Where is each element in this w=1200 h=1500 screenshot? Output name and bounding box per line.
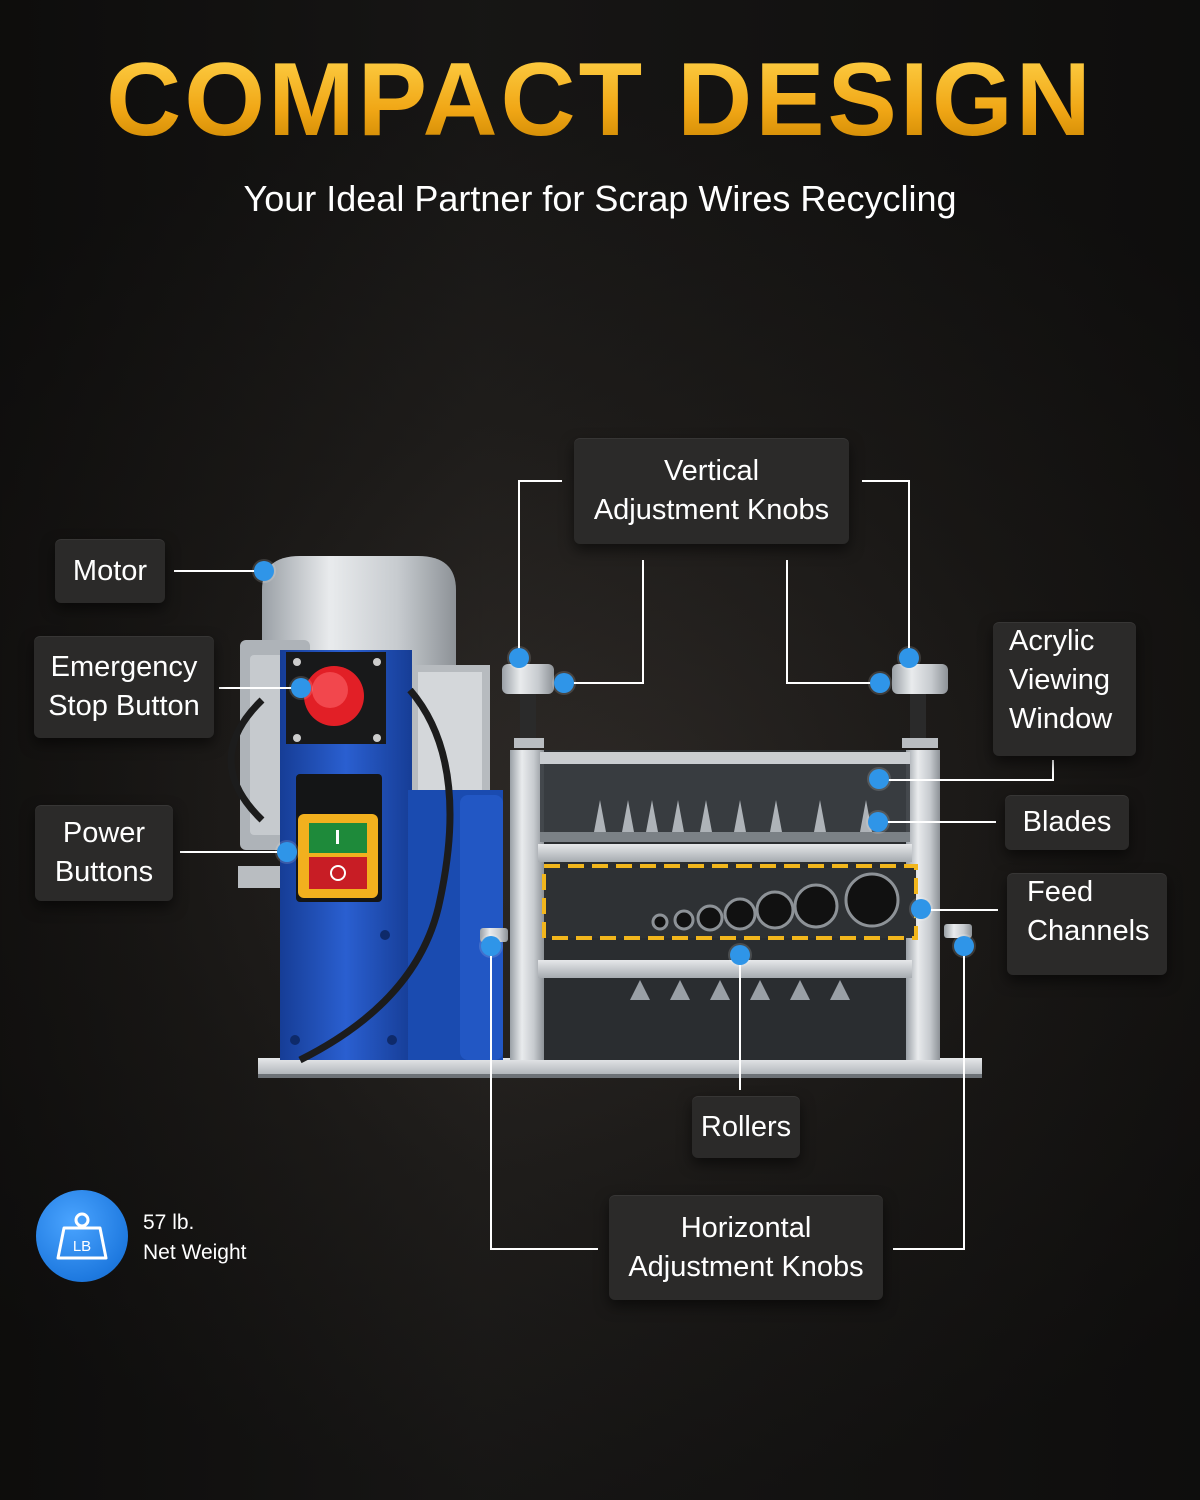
leader-feed-channels (922, 909, 998, 911)
leader-vertical-mid-left-h (566, 682, 644, 684)
callout-dot-feed-channels (911, 899, 931, 919)
leader-acrylic-h (880, 779, 1054, 781)
callout-dot-vertical-left (509, 648, 529, 668)
control-housing (227, 650, 503, 1064)
vertical-knob-right (892, 664, 948, 748)
leader-motor (174, 570, 262, 572)
roller-teeth (630, 980, 850, 1000)
leader-vertical-mid-right-h (786, 682, 878, 684)
weight-caption: Net Weight (143, 1241, 247, 1264)
leader-vertical-right-h (862, 480, 910, 482)
callout-dot-motor (254, 561, 274, 581)
label-feed-channels: Feed Channels (1007, 873, 1167, 975)
label-rollers: Rollers (692, 1096, 800, 1158)
page-title: COMPACT DESIGN (0, 48, 1200, 152)
label-acrylic-viewing-window: Acrylic Viewing Window (993, 622, 1136, 756)
leader-horizontal-left-v (490, 946, 492, 1250)
leader-horizontal-left-h (490, 1248, 598, 1250)
callout-dot-rollers (730, 945, 750, 965)
vertical-knob-left (502, 664, 554, 748)
label-vertical-adjustment-knobs: Vertical Adjustment Knobs (574, 438, 849, 544)
leader-vertical-right-v (908, 480, 910, 656)
weight-icon: LB (56, 1212, 108, 1260)
blade-teeth (594, 800, 872, 832)
label-blades: Blades (1005, 795, 1129, 850)
weight-badge: LB (36, 1190, 128, 1282)
callout-dot-emergency-stop (291, 678, 311, 698)
horizontal-knob-right (944, 924, 972, 938)
leader-vertical-mid-left-v (642, 560, 644, 684)
feed-channel-holes (651, 872, 900, 932)
leader-power-buttons (180, 851, 285, 853)
callout-dot-power-buttons (277, 842, 297, 862)
callout-dot-horizontal-left (481, 936, 501, 956)
leader-horizontal-right-h (893, 1248, 965, 1250)
leader-horizontal-right-v (963, 946, 965, 1250)
leader-blades (880, 821, 996, 823)
leader-vertical-left-v (518, 480, 520, 656)
weight-value: 57 lb. (143, 1211, 195, 1234)
callout-dot-horizontal-right (954, 936, 974, 956)
page-subtitle: Your Ideal Partner for Scrap Wires Recyc… (243, 178, 957, 219)
callout-dot-blades (868, 812, 888, 832)
base-plate (258, 1058, 982, 1078)
weight-info: 57 lb. Net Weight (143, 1208, 247, 1268)
leader-vertical-left-h (518, 480, 562, 482)
leader-vertical-mid-right-v (786, 560, 788, 684)
callout-dot-vertical-right (899, 648, 919, 668)
callout-dot-vertical-mid-left (554, 673, 574, 693)
weight-icon-text: LB (73, 1238, 91, 1255)
cutting-frame (510, 750, 940, 1060)
callout-dot-vertical-mid-right (870, 673, 890, 693)
leader-rollers (739, 956, 741, 1090)
callout-dot-acrylic-window (869, 769, 889, 789)
label-power-buttons: Power Buttons (35, 805, 173, 901)
leader-emergency-stop (219, 687, 299, 689)
label-emergency-stop-button: Emergency Stop Button (34, 636, 214, 738)
leader-acrylic-v (1052, 760, 1054, 781)
label-horizontal-adjustment-knobs: Horizontal Adjustment Knobs (609, 1195, 883, 1300)
label-motor: Motor (55, 539, 165, 603)
